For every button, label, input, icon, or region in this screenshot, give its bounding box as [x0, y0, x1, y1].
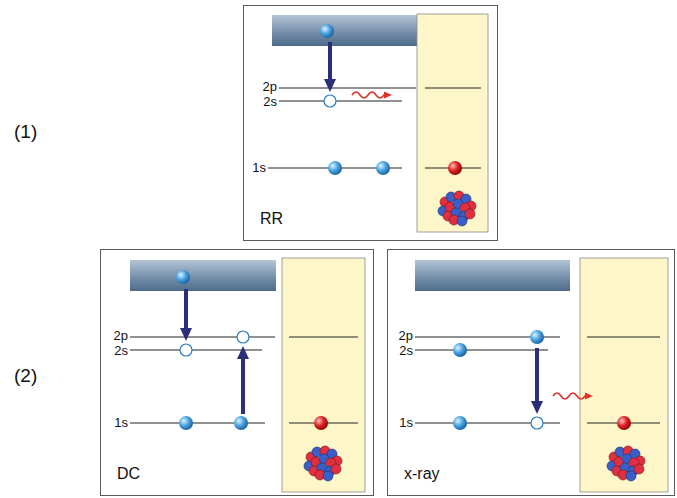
ion-core-panel	[282, 258, 365, 492]
vacancy	[237, 331, 249, 343]
vacancy	[324, 95, 336, 107]
continuum-band	[415, 260, 570, 291]
process-panel: DC	[100, 249, 374, 496]
level-line	[587, 336, 660, 337]
level-label: 2p	[399, 329, 413, 343]
panel-number: (2)	[14, 366, 37, 387]
level-label: 2p	[114, 329, 128, 343]
level-label: 2s	[399, 344, 413, 358]
electron	[179, 416, 193, 430]
electron	[176, 270, 190, 284]
capture-arrow	[184, 289, 188, 335]
continuum-band	[130, 260, 276, 291]
photon-wave	[352, 92, 388, 98]
level-line	[130, 336, 275, 337]
level-label: 1s	[399, 416, 413, 430]
excitation-arrow	[241, 352, 245, 414]
level-line	[415, 349, 548, 350]
ion-core-panel	[417, 14, 488, 232]
level-line	[279, 100, 402, 101]
electron	[376, 161, 390, 175]
rr-illustration	[268, 14, 488, 232]
core-electron	[617, 416, 631, 430]
process-panel: x-ray	[387, 249, 675, 496]
level-label: 1s	[252, 161, 266, 175]
process-name: x-ray	[404, 465, 440, 483]
dc-illustration	[130, 258, 365, 492]
core-electron	[314, 416, 328, 430]
core-electron	[448, 161, 462, 175]
ion-core-panel	[580, 258, 668, 492]
level-line	[289, 336, 358, 337]
vacancy	[531, 417, 543, 429]
xray-illustration	[415, 258, 668, 492]
photon-wave	[553, 393, 589, 399]
electron	[530, 330, 544, 344]
level-label: 1s	[114, 416, 128, 430]
capture-arrow	[328, 42, 332, 86]
process-panel: RR	[243, 5, 498, 241]
level-label: 2s	[263, 95, 277, 109]
electron	[453, 416, 467, 430]
nucleus	[607, 446, 645, 481]
level-line	[425, 87, 481, 88]
nucleus	[438, 191, 476, 226]
level-line	[130, 349, 262, 350]
continuum-band	[272, 15, 418, 46]
decay-arrow	[535, 348, 539, 408]
panel-number: (1)	[14, 122, 37, 143]
process-name: DC	[117, 465, 140, 483]
process-name: RR	[260, 210, 283, 228]
level-line	[279, 87, 416, 88]
electron	[320, 24, 334, 38]
nucleus	[304, 446, 342, 481]
electron	[234, 416, 248, 430]
vacancy	[180, 344, 192, 356]
level-label: 2s	[114, 344, 128, 358]
electron	[328, 161, 342, 175]
level-label: 2p	[263, 80, 277, 94]
electron	[453, 343, 467, 357]
